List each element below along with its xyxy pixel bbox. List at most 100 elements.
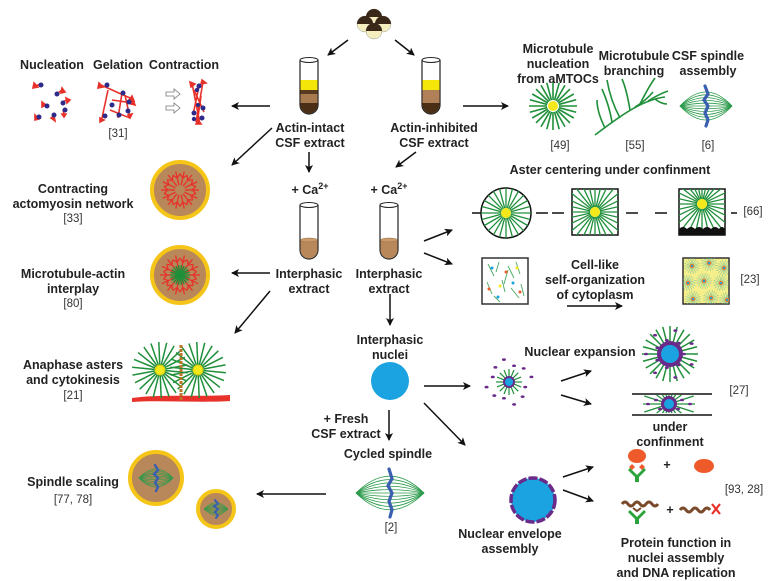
actin-branch — [172, 175, 173, 180]
anaphase-asters-icon — [132, 342, 230, 402]
envelope-vesicle — [492, 394, 496, 397]
envelope-vesicle — [512, 403, 516, 406]
cytoplasm-particle — [505, 271, 508, 274]
arrow-to-aster-centering — [424, 230, 452, 241]
label-mt-branching: Microtubule branching — [594, 49, 674, 79]
envelope-vesicle — [653, 371, 657, 374]
actin-branch — [187, 260, 188, 265]
cytoplasm-particle — [499, 285, 502, 288]
arrow-to-protein-bottom — [563, 490, 593, 501]
label-self-organization: Cell-like self-organization of cytoplasm — [536, 258, 654, 303]
envelope-vesicle — [688, 403, 692, 406]
microtubule-ray — [675, 396, 694, 402]
expanded-nucleus-icon — [642, 326, 698, 382]
ref-mt-actin: [80] — [55, 298, 91, 310]
mt-aster-icon — [529, 82, 577, 130]
label-interphasic-left: Interphasic extract — [268, 267, 350, 297]
small-nucleus-aster-icon — [485, 358, 534, 405]
free-protein-icon — [694, 459, 714, 473]
cytoplasm-particle — [516, 267, 519, 270]
label-contracting: Contracting actomyosin network — [8, 182, 138, 212]
envelope-vesicle — [644, 353, 648, 356]
envelope-vesicle — [655, 347, 659, 350]
label-mt-actin: Microtubule-actin interplay — [8, 267, 138, 297]
actin-branch — [172, 200, 173, 205]
arrow-to-protein-top — [563, 467, 593, 477]
microtubule-ray — [682, 347, 697, 351]
ref-mt-branching: [55] — [620, 140, 650, 152]
aster-in-square-icon — [561, 178, 629, 246]
cycled-spindle-icon — [356, 469, 424, 517]
nucleus-dot — [726, 299, 728, 301]
cytoplasm-particle — [512, 282, 515, 285]
arrow-inhibited-down — [396, 152, 416, 167]
envelope-vesicle — [654, 399, 658, 402]
tube-actin-inhibited-icon — [422, 58, 440, 115]
arrow-to-anaphase — [235, 291, 270, 333]
label-anaphase: Anaphase asters and cytokinesis — [8, 358, 138, 388]
calcium-right-text: + Ca — [370, 183, 397, 197]
label-calcium-right: + Ca2+ — [359, 179, 419, 198]
nucleus-dot — [687, 282, 689, 284]
arrow-eggs-to-intact — [328, 40, 348, 55]
label-calcium-left: + Ca2+ — [280, 179, 340, 198]
envelope-vesicle — [523, 386, 527, 389]
envelope-vesicle — [677, 342, 681, 345]
envelope-vesicle — [682, 353, 686, 356]
envelope-vesicle — [493, 366, 497, 369]
ref-csf-spindle: [6] — [693, 140, 723, 152]
label-mt-nucleation: Microtubule nucleation from aMTOCs — [510, 42, 606, 87]
microtubule-ray — [159, 342, 160, 365]
microtubule-ray — [160, 375, 161, 398]
microtubule-ray — [673, 327, 677, 342]
envelope-vesicle — [665, 339, 669, 342]
arrow-to-self-organization — [424, 253, 452, 264]
confined-nucleus-icon — [632, 394, 712, 415]
microtubule-ray — [644, 396, 663, 402]
microtubule-ray — [198, 375, 199, 398]
mt-actin-droplet-icon — [152, 247, 208, 303]
envelope-vesicle — [690, 363, 694, 366]
cytoplasm-particle — [497, 296, 500, 299]
cytoplasm-particle — [488, 288, 491, 291]
contraction-direction-icon — [166, 89, 180, 113]
label-gelation: Gelation — [88, 58, 148, 73]
cytoplasm-particle — [519, 291, 522, 294]
ref-nuclear-expansion: [27] — [724, 385, 754, 397]
envelope-vesicle — [680, 399, 684, 402]
cytoplasm-particle — [491, 267, 494, 270]
envelope-vesicle — [512, 364, 516, 367]
organized-cytoplasm-icon — [680, 255, 735, 308]
nucleus-dot — [692, 298, 694, 300]
antibody-protein-icon — [628, 449, 646, 482]
label-aster-centering: Aster centering under confinment — [470, 163, 750, 178]
ref-cycled-spindle: [2] — [376, 522, 406, 534]
label-fresh-csf: + Fresh CSF extract — [308, 412, 384, 442]
label-interphasic-nuclei: Interphasic nuclei — [348, 333, 432, 363]
label-nuclear-expansion: Nuclear expansion — [520, 345, 640, 360]
label-interphasic-right: Interphasic extract — [348, 267, 430, 297]
envelope-vesicle — [485, 386, 489, 389]
random-cytoplasm-icon — [482, 258, 528, 304]
envelope-vesicle — [676, 408, 680, 411]
tube-interphasic-right-icon — [380, 203, 398, 260]
label-cycled-spindle: Cycled spindle — [338, 447, 438, 462]
envelope-vesicle — [529, 376, 533, 379]
envelope-vesicle — [673, 376, 677, 379]
nucleus-dot — [691, 265, 693, 267]
envelope-vesicle — [491, 376, 495, 379]
microtubule-ray — [682, 357, 697, 361]
ref-self-organization: [23] — [735, 274, 765, 286]
arrow-to-expansion-confined — [561, 395, 591, 404]
calcium-left-text: + Ca — [291, 183, 318, 197]
label-protein-function: Protein function in nuclei assembly and … — [611, 536, 741, 581]
microtubule-ray — [203, 370, 226, 372]
tube-actin-intact-icon — [300, 58, 318, 115]
aster-in-circle-icon — [481, 188, 531, 238]
actin-branch — [172, 285, 173, 290]
envelope-vesicle — [690, 342, 694, 345]
arrow-to-expansion-free — [561, 371, 591, 381]
antibody-dna-icon — [622, 502, 658, 524]
nuclear-envelope-icon — [511, 478, 555, 522]
envelope-vesicle — [665, 366, 669, 369]
